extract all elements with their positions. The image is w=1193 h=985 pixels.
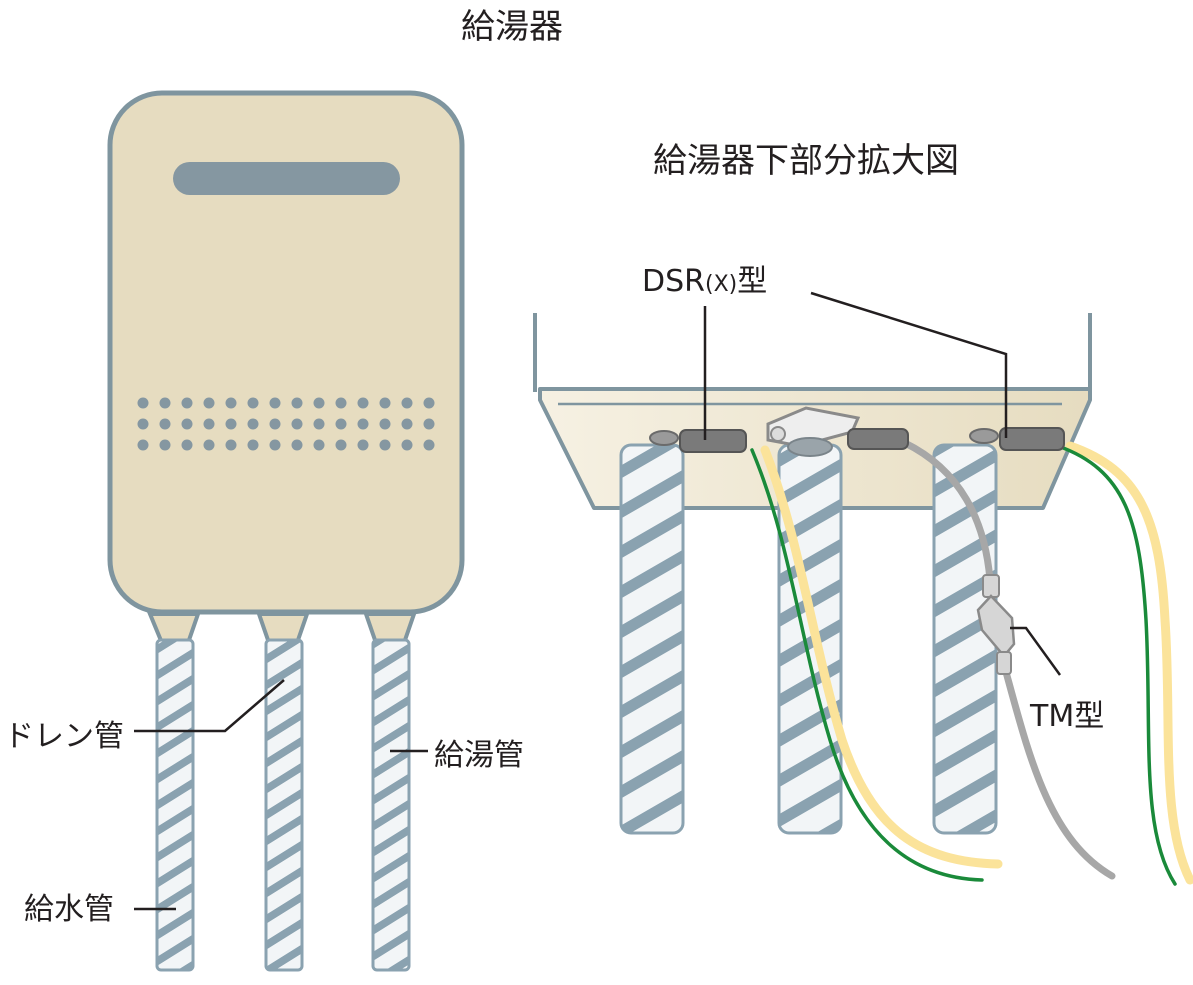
cable-right-green	[1056, 444, 1177, 886]
heater-title: 給湯器	[461, 7, 563, 47]
vent-hole	[357, 418, 369, 430]
cable-left-green	[750, 448, 984, 882]
vent-hole	[269, 397, 281, 409]
vent-hole	[423, 439, 435, 451]
sensor-cable-icon	[750, 439, 1193, 886]
dsr-sensor-right	[969, 427, 1065, 451]
vent-hole	[181, 397, 193, 409]
hot-pipe-label: 給湯管	[434, 738, 524, 773]
vent-hole	[401, 397, 413, 409]
vent-hole	[423, 418, 435, 430]
twisted-pipe-icon	[155, 638, 411, 972]
cable-left-yellow	[760, 445, 1003, 869]
vent-hole	[181, 439, 193, 451]
vent-hole	[159, 439, 171, 451]
vent-hole	[335, 439, 347, 451]
tm-cable-connector	[847, 428, 909, 450]
vent-hole	[357, 397, 369, 409]
water-heater-icon	[107, 90, 465, 615]
vent-hole	[225, 439, 237, 451]
dsr-right-leader-line	[810, 291, 1008, 438]
vent-hole	[247, 418, 259, 430]
vent-hole	[137, 418, 149, 430]
vent-hole	[269, 439, 281, 451]
dsr-sensor-left	[649, 429, 747, 453]
vent-hole	[313, 439, 325, 451]
heater-display-slot	[173, 162, 400, 195]
enlarged-water-pipe	[619, 443, 685, 835]
hot-water-pipe	[371, 638, 411, 972]
vent-hole	[181, 418, 193, 430]
drain-leader-line	[134, 679, 285, 733]
heater-vent-holes	[137, 397, 435, 451]
vent-hole	[291, 418, 303, 430]
vent-hole	[357, 439, 369, 451]
water-pipe-label: 給水管	[24, 892, 114, 927]
tm-label: TM型	[1029, 699, 1104, 734]
cable-right-yellow	[1065, 441, 1193, 885]
vent-hole	[203, 439, 215, 451]
vent-hole	[247, 439, 259, 451]
vent-hole	[291, 397, 303, 409]
vent-hole	[203, 397, 215, 409]
vent-hole	[269, 418, 281, 430]
vent-hole	[225, 418, 237, 430]
vent-hole	[379, 397, 391, 409]
vent-hole	[137, 439, 149, 451]
cable-tm-upper	[901, 439, 994, 584]
vent-hole	[159, 397, 171, 409]
vent-hole	[291, 439, 303, 451]
vent-hole	[335, 418, 347, 430]
enlarged-drain-pipe	[777, 443, 843, 835]
vent-hole	[313, 418, 325, 430]
vent-hole	[423, 397, 435, 409]
tm-leader-line	[1010, 626, 1062, 676]
vent-hole	[401, 439, 413, 451]
enlarged-pipes	[619, 443, 998, 835]
cable-tm-lower	[1002, 668, 1116, 880]
vent-hole	[335, 397, 347, 409]
drain-pipe	[264, 638, 304, 972]
vent-hole	[401, 418, 413, 430]
tm-sensor	[976, 574, 1016, 675]
dsr-label: DSR(X)型	[642, 264, 767, 299]
vent-hole	[379, 418, 391, 430]
vent-hole	[379, 439, 391, 451]
vent-hole	[313, 397, 325, 409]
vent-hole	[225, 397, 237, 409]
vent-hole	[247, 397, 259, 409]
drain-pipe-label: ドレン管	[4, 719, 124, 754]
vent-hole	[137, 397, 149, 409]
water-pipe	[155, 638, 195, 972]
vent-hole	[203, 418, 215, 430]
vent-hole	[159, 418, 171, 430]
zoom-title: 給湯器下部分拡大図	[653, 141, 959, 181]
